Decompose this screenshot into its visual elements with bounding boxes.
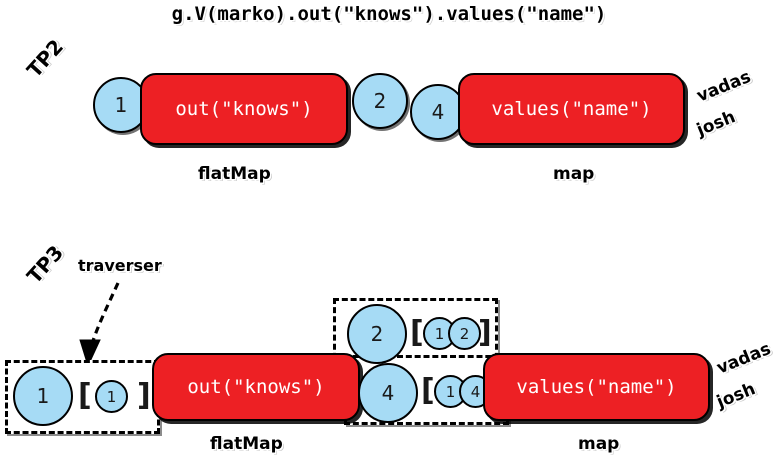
tp3-caption-flatmap: flatMap bbox=[210, 434, 283, 454]
tp3-traverser-input-bracket-close: ] bbox=[137, 378, 151, 413]
tp3-traverser-input-object: 1 bbox=[13, 366, 73, 426]
tp3-traverser-mid-top-object: 2 bbox=[347, 304, 407, 364]
tp3-traverser-mid-top-bracket-open: [ bbox=[410, 315, 424, 350]
tp3-traverser-input-path-0: 1 bbox=[95, 380, 128, 413]
tp2-step-flatmap[interactable]: out("knows") bbox=[140, 73, 348, 145]
tp3-traverser-mid-top-path-1: 2 bbox=[448, 317, 481, 350]
tp3-step-flatmap[interactable]: out("knows") bbox=[152, 353, 360, 421]
tp3-traverser-mid-bottom-object: 4 bbox=[358, 363, 418, 423]
tp3-traverser-mid-top-bracket-close: ] bbox=[478, 315, 492, 350]
tp2-mid-circle-2: 2 bbox=[352, 73, 408, 129]
tp3-step-map[interactable]: values("name") bbox=[483, 353, 710, 421]
tp2-caption-map: map bbox=[553, 164, 595, 184]
tp2-mid-circle-4: 4 bbox=[410, 84, 466, 140]
tp3-traverser-input-bracket-open: [ bbox=[78, 378, 92, 413]
tp2-step-map[interactable]: values("name") bbox=[458, 73, 685, 145]
traverser-annotation-label: traverser bbox=[78, 256, 162, 275]
tp3-caption-map: map bbox=[578, 434, 620, 454]
tp3-traverser-mid-bottom-bracket-open: [ bbox=[421, 373, 435, 408]
tp2-caption-flatmap: flatMap bbox=[198, 164, 271, 184]
page-title: g.V(marko).out("knows").values("name") bbox=[171, 3, 607, 25]
